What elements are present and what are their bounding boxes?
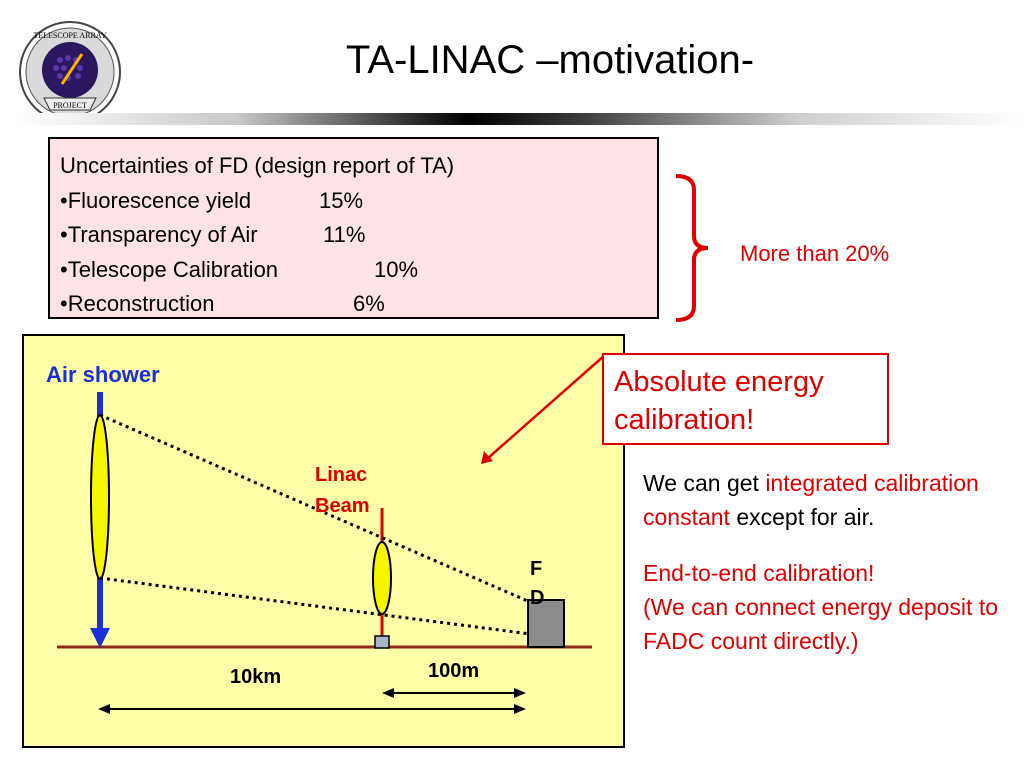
fd-label-line1: F [530, 558, 543, 580]
uncertainty-value: 6% [353, 291, 385, 316]
distance-10km-label: 10km [230, 666, 282, 688]
uncertainty-value: 15% [319, 187, 364, 213]
uncertainty-label: •Transparency of Air [60, 222, 258, 247]
logo-text-bottom: PROJECT [53, 101, 87, 110]
notes-paragraph-1: We can get integrated calibration consta… [643, 466, 1018, 534]
calibration-diagram [22, 334, 625, 748]
uncertainty-item: •Telescope Calibration 10% [60, 253, 657, 288]
notes-p1-text: We can get [643, 470, 766, 496]
fd-label: F D [530, 555, 544, 613]
notes-text: We can get integrated calibration consta… [643, 466, 1018, 658]
linac-ellipse [372, 541, 392, 615]
linac-label-line2: Beam [315, 495, 370, 517]
air-shower-arrowhead [90, 628, 110, 648]
page-title: TA-LINAC –motivation- [345, 38, 755, 82]
notes-p1-text-end: except for air. [729, 504, 875, 530]
uncertainty-item: •Reconstruction 6% [60, 287, 657, 322]
callout-pointer [486, 354, 606, 460]
logo-text-top: TELESCOPE ARRAY [33, 31, 106, 40]
air-shower-label: Air shower [46, 362, 160, 387]
uncertainties-box: Uncertainties of FD (design report of TA… [48, 137, 659, 319]
absolute-calibration-callout: Absolute energy calibration! [602, 353, 889, 445]
uncertainty-label: •Fluorescence yield [60, 187, 252, 213]
diagram-background [22, 334, 625, 748]
title-divider [18, 113, 1018, 125]
curly-bracket [675, 174, 709, 322]
air-shower-ellipse [90, 414, 110, 580]
uncertainty-summary: More than 20% [740, 241, 890, 266]
distance-100m-label: 100m [428, 660, 480, 682]
upper-sight-line [99, 413, 531, 604]
uncertainty-value: 10% [374, 256, 419, 282]
linac-source [374, 635, 390, 649]
uncertainty-item: •Transparency of Air 11% [60, 218, 657, 253]
uncertainty-item: •Fluorescence yield 15% [60, 184, 657, 219]
linac-beam-label: Linac Beam [315, 460, 369, 522]
linac-label-line1: Linac [315, 464, 368, 486]
notes-paragraph-2-line2: (We can connect energy deposit to FADC c… [643, 594, 999, 654]
notes-p1-highlight: integrated calibration constant [643, 470, 979, 530]
telescope-array-logo: PROJECT TELESCOPE ARRAY [18, 20, 122, 124]
notes-paragraph-2-line1: End-to-end calibration! [643, 560, 875, 586]
fd-label-line2: D [530, 587, 545, 609]
uncertainty-value: 11% [323, 222, 366, 247]
uncertainties-heading: Uncertainties of FD (design report of TA… [60, 153, 455, 178]
callout-line1: Absolute energy [614, 366, 824, 398]
uncertainty-label: •Telescope Calibration [60, 256, 279, 282]
callout-line2: calibration! [614, 404, 755, 436]
lower-sight-line [99, 576, 531, 636]
uncertainty-label: •Reconstruction [60, 291, 215, 316]
fd-detector [527, 599, 565, 648]
